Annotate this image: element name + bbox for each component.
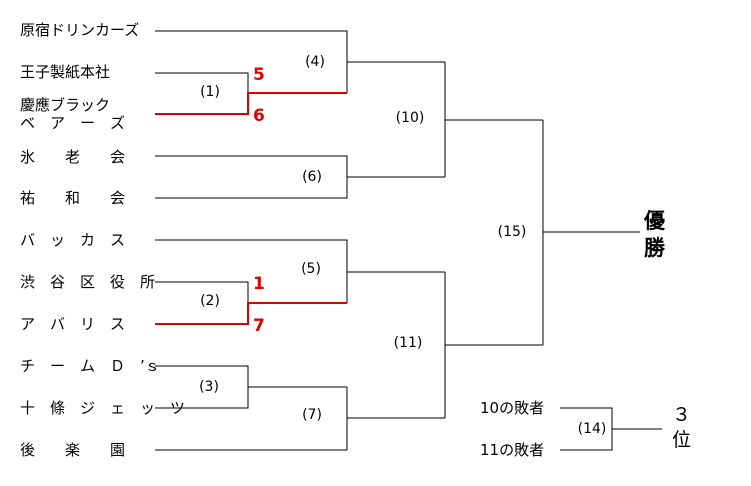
match-label-m3: (3) [199,379,219,395]
score-m2-top: 1 [253,274,265,294]
bracket-line-m4-top [155,30,348,93]
score-m1-top: 5 [253,65,265,85]
match-label-m2: (2) [200,293,220,309]
team-name: 十 條 ジ ェ ッ ツ [20,399,185,417]
score-m2-bottom: 7 [253,316,265,336]
bracket-line-m1 [155,72,249,93]
scores: 5 6 1 7 [253,65,265,336]
team-name: 原宿ドリンカーズ [20,21,139,39]
team-name: 後 楽 園 [20,441,125,459]
third-place-char-2: 位 [672,429,691,451]
team-name: 王子製紙本社 [20,63,110,81]
bracket-lines [155,30,662,451]
team-name: ベ ア ー ズ [20,114,125,132]
team-name: 祐 和 会 [20,189,125,207]
third-place-char-1: ３ [672,404,691,426]
champion-char-1: 優 [643,209,666,233]
champion-label: 優 勝 [643,209,666,260]
match-label-m4: (4) [305,54,325,70]
bracket-line-m5-top [155,239,348,303]
team-name: 慶應ブラック [20,96,110,114]
team-name: チ ー ム Ｄ ’ｓ [20,357,160,375]
match-label-m6: (6) [302,169,322,185]
match-label-m15: (15) [498,224,527,240]
third-place: 10の敗者 11の敗者 ３ 位 [480,399,691,459]
winner-line-m1 [155,92,347,115]
team-name: 渋 谷 区 役 所 [20,273,155,291]
winner-line-m2 [155,302,347,325]
match-labels: (4) (1) (10) (6) (15) (5) (2) (11) (3) (… [199,54,606,437]
match-label-m1: (1) [200,84,220,100]
team-name: バ ッ カ ス [20,231,125,249]
match-label-m11: (11) [394,335,423,351]
winner-lines [155,92,347,325]
match-label-m5: (5) [301,261,321,277]
champion-char-2: 勝 [644,236,666,260]
team-name: 氷 老 会 [20,148,125,166]
loser-11-label: 11の敗者 [480,441,544,459]
bracket-line-m7 [155,387,348,451]
bracket-line-m2 [155,281,249,303]
match-label-m7: (7) [302,407,322,423]
loser-10-label: 10の敗者 [480,399,544,417]
team-name: ア バ リ ス [20,315,125,333]
match-label-m10: (10) [396,110,425,126]
team-list: 原宿ドリンカーズ 王子製紙本社 慶應ブラック ベ ア ー ズ 氷 老 会 祐 和… [20,21,185,459]
score-m1-bottom: 6 [253,106,265,126]
match-label-m14: (14) [578,421,607,437]
